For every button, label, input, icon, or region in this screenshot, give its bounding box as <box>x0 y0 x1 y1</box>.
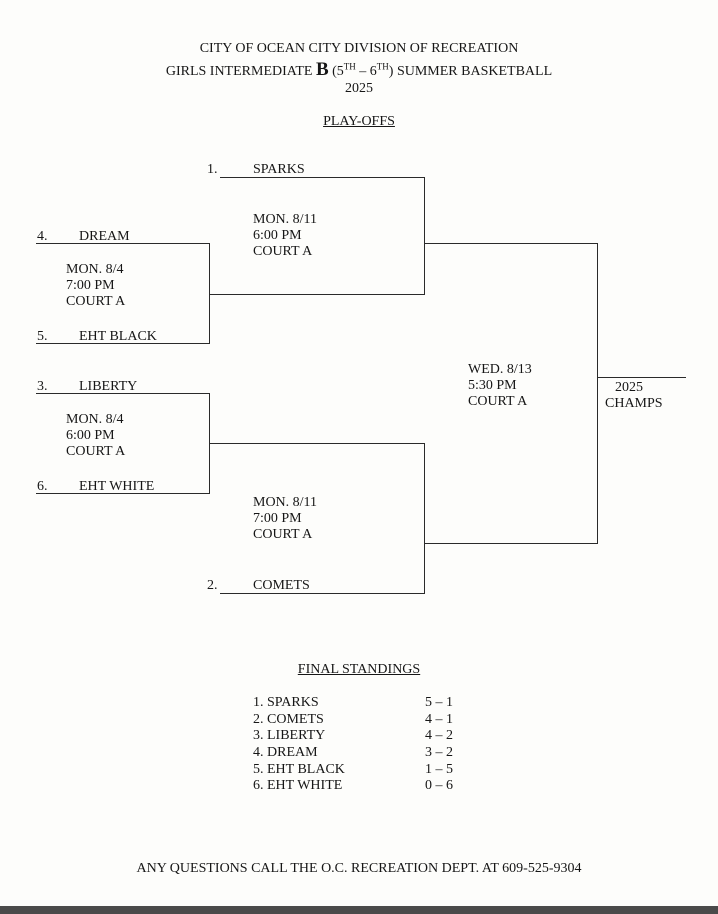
quarter-bottom-winner-line <box>210 443 425 444</box>
standings-team: 2. COMETS <box>253 712 324 727</box>
game-3v6-date: MON. 8/4 <box>66 412 124 427</box>
division-letter: B <box>315 59 329 80</box>
scan-edge <box>0 906 718 914</box>
seed2-team: COMETS <box>253 578 310 593</box>
standings-team: 4. DREAM <box>253 745 318 760</box>
seed4-number: 4. <box>37 229 48 244</box>
standings-row: 1. SPARKS 5 – 1 <box>253 695 473 711</box>
league-name: ) SUMMER BASKETBALL <box>388 64 553 79</box>
final-connector <box>597 243 598 544</box>
standings-team: 6. EHT WHITE <box>253 778 343 793</box>
seed6-number: 6. <box>37 479 48 494</box>
seed3-team: LIBERTY <box>79 379 138 394</box>
champ-year: 2025 <box>615 380 643 395</box>
champ-label: 2025 CHAMPS <box>605 380 663 412</box>
semi-bottom-connector <box>424 443 425 594</box>
semi-bottom-winner-line <box>425 543 598 544</box>
standings-row: 5. EHT BLACK 1 – 5 <box>253 762 473 778</box>
standings-record: 0 – 6 <box>425 778 453 793</box>
game-4v5-info: MON. 8/4 7:00 PM COURT A <box>66 262 125 310</box>
grade-sup1: TH <box>343 61 356 72</box>
standings-title: FINAL STANDINGS <box>297 662 421 677</box>
seed5-number: 5. <box>37 329 48 344</box>
standings-row: 3. LIBERTY 4 – 2 <box>253 728 473 744</box>
standings-record: 5 – 1 <box>425 695 453 710</box>
game-3v6-time: 6:00 PM <box>66 428 115 443</box>
semi-top-time: 6:00 PM <box>253 228 302 243</box>
standings-team: 1. SPARKS <box>253 695 319 710</box>
seed3-line <box>36 393 210 394</box>
grade-open: (5 <box>332 64 344 79</box>
game-4v5-court: COURT A <box>66 294 126 309</box>
grade-sup2: TH <box>376 61 389 72</box>
grade-mid: – 6 <box>355 64 377 79</box>
seed6-line <box>36 493 210 494</box>
final-court: COURT A <box>468 394 528 409</box>
seed5-team: EHT BLACK <box>79 329 157 344</box>
semi-top-winner-line <box>425 243 598 244</box>
champ-line <box>598 377 686 378</box>
standings-row: 4. DREAM 3 – 2 <box>253 745 473 761</box>
playoffs-title: PLAY-OFFS <box>323 114 395 129</box>
seed1-team: SPARKS <box>253 162 305 177</box>
seed6-team: EHT WHITE <box>79 479 155 494</box>
final-date: WED. 8/13 <box>468 362 532 377</box>
standings-row: 2. COMETS 4 – 1 <box>253 712 473 728</box>
semi-bottom-court: COURT A <box>253 527 313 542</box>
semi-bottom-time: 7:00 PM <box>253 511 302 526</box>
seed5-line <box>36 343 210 344</box>
header-year: 2025 <box>345 81 373 96</box>
standings-row: 6. EHT WHITE 0 – 6 <box>253 778 473 794</box>
header-line1: CITY OF OCEAN CITY DIVISION OF RECREATIO… <box>199 41 519 56</box>
standings-record: 1 – 5 <box>425 762 453 777</box>
quarter-top-winner-line <box>210 294 425 295</box>
seed4-team: DREAM <box>79 229 130 244</box>
division-name: GIRLS INTERMEDIATE <box>165 64 313 79</box>
header-line2: GIRLS INTERMEDIATE B (5TH – 6TH) SUMMER … <box>0 59 718 80</box>
semi-top-info: MON. 8/11 6:00 PM COURT A <box>253 212 317 260</box>
standings-team: 3. LIBERTY <box>253 728 326 743</box>
quarter-bottom-connector <box>209 393 210 494</box>
game-3v6-court: COURT A <box>66 444 126 459</box>
seed3-number: 3. <box>37 379 48 394</box>
seed2-number: 2. <box>207 578 218 593</box>
seed4-line <box>36 243 210 244</box>
standings-record: 3 – 2 <box>425 745 453 760</box>
seed1-number: 1. <box>207 162 218 177</box>
standings-record: 4 – 2 <box>425 728 453 743</box>
champ-text: CHAMPS <box>605 396 663 411</box>
final-info: WED. 8/13 5:30 PM COURT A <box>468 362 532 410</box>
game-3v6-info: MON. 8/4 6:00 PM COURT A <box>66 412 125 460</box>
game-4v5-date: MON. 8/4 <box>66 262 124 277</box>
standings-team: 5. EHT BLACK <box>253 762 345 777</box>
seed2-line <box>220 593 425 594</box>
standings-record: 4 – 1 <box>425 712 453 727</box>
semi-top-connector <box>424 177 425 294</box>
semi-top-court: COURT A <box>253 244 313 259</box>
game-4v5-time: 7:00 PM <box>66 278 115 293</box>
semi-bottom-date: MON. 8/11 <box>253 495 318 510</box>
semi-top-date: MON. 8/11 <box>253 212 318 227</box>
final-time: 5:30 PM <box>468 378 517 393</box>
quarter-top-connector <box>209 243 210 344</box>
seed1-line <box>220 177 425 178</box>
footer-contact: ANY QUESTIONS CALL THE O.C. RECREATION D… <box>136 861 582 876</box>
semi-bottom-info: MON. 8/11 7:00 PM COURT A <box>253 495 317 543</box>
